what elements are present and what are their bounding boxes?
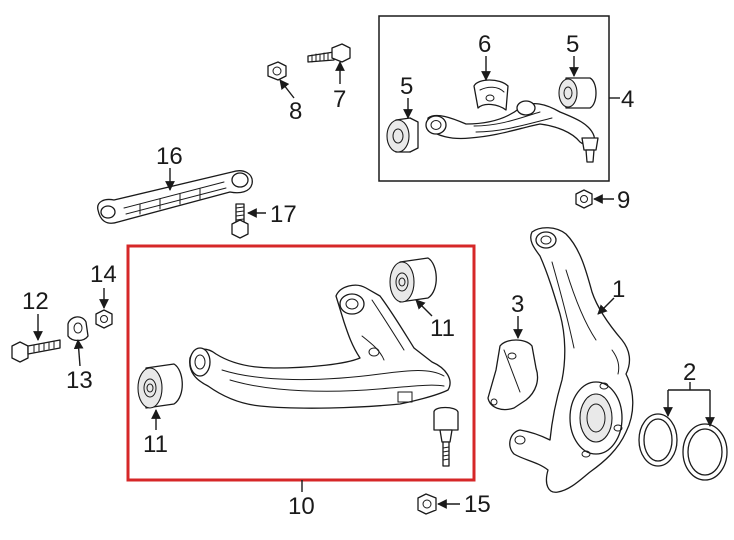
callout-1: 1 <box>612 276 625 303</box>
callout-7: 7 <box>333 86 346 113</box>
dust-shield-bracket <box>487 339 539 411</box>
lower-control-arm <box>189 284 459 467</box>
bolt-12 <box>11 339 61 363</box>
callout-11-front: 11 <box>143 431 168 458</box>
bushing-bracket <box>473 79 509 111</box>
callout-11-rear: 11 <box>430 315 455 342</box>
upper-control-arm <box>425 100 599 163</box>
lower-arm-highlight-box <box>126 244 476 482</box>
nut-15 <box>417 493 437 515</box>
callout-10: 10 <box>288 493 315 520</box>
callout-2: 2 <box>683 359 696 386</box>
callout-5-right: 5 <box>566 31 579 58</box>
seal-ring-left <box>638 413 678 467</box>
nut-8 <box>267 61 287 81</box>
bolt-7 <box>307 43 351 63</box>
upper-arm-bushing-left <box>386 117 419 153</box>
callout-8: 8 <box>289 98 302 125</box>
leader-lines <box>33 56 715 509</box>
callout-14: 14 <box>90 261 117 288</box>
callout-16: 16 <box>156 143 183 170</box>
upper-arm-bushing-right <box>558 77 597 109</box>
callout-9: 9 <box>617 187 630 214</box>
callout-5-left: 5 <box>400 73 413 100</box>
bolt-17 <box>231 203 249 239</box>
callout-12: 12 <box>22 288 49 315</box>
nut-14 <box>95 309 113 329</box>
callout-15: 15 <box>464 491 491 518</box>
seal-ring-right <box>682 423 728 481</box>
cam-washer-13 <box>67 316 89 342</box>
lower-arm-bushing-front <box>137 363 183 409</box>
callout-3: 3 <box>511 291 524 318</box>
callout-labels: 1 2 3 4 5 5 6 7 8 9 10 11 11 12 13 14 15… <box>22 31 696 520</box>
callout-13: 13 <box>66 367 93 394</box>
callout-4: 4 <box>621 86 634 113</box>
callout-6: 6 <box>478 31 491 58</box>
lower-arm-bushing-rear <box>389 257 437 303</box>
tension-rod <box>97 170 253 224</box>
callout-17: 17 <box>270 201 297 228</box>
nut-9 <box>575 189 593 209</box>
